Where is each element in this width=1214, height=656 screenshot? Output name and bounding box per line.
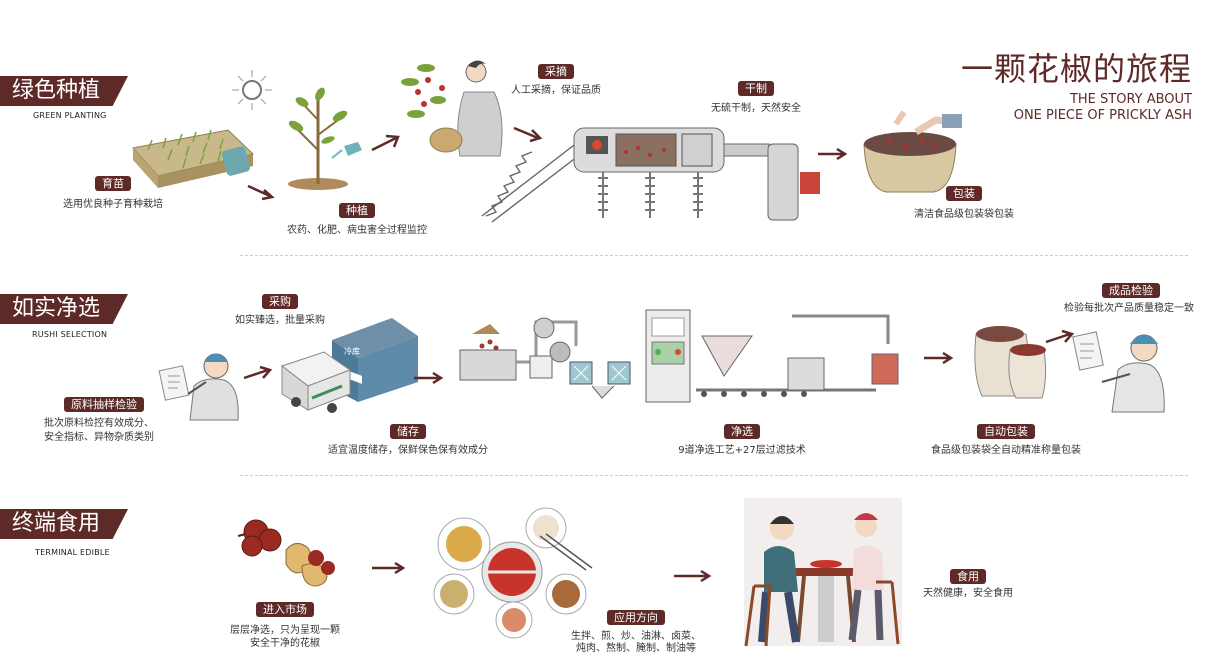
step-desc-shiyong: 天然健康，安全食用 — [923, 588, 1013, 599]
arrow-icon — [1045, 329, 1075, 344]
section-subtitle-selection: RUSHI SELECTION — [32, 330, 108, 339]
step-desc-zidong: 食品级包装袋全自动精准称量包装 — [931, 445, 1081, 456]
section-banner-edible: 终端食用 — [0, 509, 128, 539]
section-subtitle-planting: GREEN PLANTING — [33, 111, 107, 120]
step-desc-shichang-2: 安全干净的花椒 — [250, 638, 320, 649]
arrow-icon — [818, 147, 848, 161]
step-label-caigou: 采购 — [262, 294, 298, 309]
step-label-zidong: 自动包装 — [977, 424, 1035, 439]
arrow-icon — [243, 365, 273, 380]
page-title: 一颗花椒的旅程 — [960, 50, 1192, 88]
young-tree-illustration — [288, 87, 362, 190]
arrow-icon — [247, 184, 275, 201]
divider-2 — [240, 475, 1188, 476]
step-desc-ganzhi: 无硫干制，天然安全 — [711, 103, 801, 114]
step-label-jingxuan: 净选 — [724, 424, 760, 439]
section-banner-selection: 如实净选 — [0, 294, 128, 324]
step-label-shichang: 进入市场 — [256, 602, 314, 617]
truck-warehouse-illustration — [280, 318, 418, 413]
step-desc-chucun: 适宜温度储存，保鲜保色保有效成分 — [328, 445, 488, 456]
step-desc-caizhai: 人工采摘，保证品质 — [511, 85, 601, 96]
step-label-ganzhi: 干制 — [738, 81, 774, 96]
step-desc-chengpin: 检验每批次产品质量稳定一致 — [1064, 303, 1194, 314]
divider-1 — [240, 255, 1188, 256]
step-label-yingyong: 应用方向 — [607, 610, 665, 625]
step-label-shiyong: 食用 — [950, 569, 986, 584]
arrow-icon — [924, 351, 954, 365]
step-desc-caigou: 如实臻选，批量采购 — [235, 315, 325, 326]
step-desc-zhongzhi: 农药、化肥、病虫害全过程监控 — [287, 225, 427, 236]
step-desc-yingyong-1: 生拌、煎、炒、油淋、卤菜、 — [571, 631, 701, 642]
page-subtitle-line1: THE STORY ABOUT — [1069, 92, 1192, 107]
step-label-chucun: 储存 — [390, 424, 426, 439]
page-subtitle-line2: ONE PIECE OF PRICKLY ASH — [1013, 108, 1192, 123]
step-desc-yingyong-2: 炖肉、熬制、腌制、制油等 — [576, 643, 696, 654]
step-desc-jingxuan: 9道净选工艺+27层过滤技术 — [678, 445, 806, 456]
step-desc-baozhuang: 清洁食品级包装袋包装 — [914, 209, 1014, 220]
step-label-caizhai: 采摘 — [538, 64, 574, 79]
step-desc-chouyang-1: 批次原料检控有效成分、 — [44, 418, 154, 429]
arrow-icon — [513, 126, 543, 143]
warehouse-sign: 冷库 — [344, 347, 360, 356]
diners-illustration — [744, 498, 902, 647]
step-desc-yumiao: 选用优良种子育种栽培 — [63, 199, 163, 210]
step-desc-shichang-1: 层层净选，只为呈现一颗 — [230, 625, 340, 636]
cleaning-line-illustration — [459, 309, 899, 403]
arrow-icon — [674, 569, 712, 583]
arrow-icon — [414, 371, 444, 385]
arrow-icon — [372, 561, 406, 575]
peppercorn-illustration — [237, 519, 335, 587]
dryer-machine-illustration — [481, 127, 820, 223]
dishes-illustration — [433, 507, 593, 639]
step-label-yumiao: 育苗 — [95, 176, 131, 191]
step-desc-chouyang-2: 安全指标、异物杂质类别 — [44, 432, 154, 443]
step-label-chengpin: 成品检验 — [1102, 283, 1160, 298]
picker-illustration — [401, 60, 503, 157]
pepper-basket-illustration — [863, 110, 962, 193]
step-label-baozhuang: 包装 — [946, 186, 982, 201]
section-subtitle-edible: TERMINAL EDIBLE — [35, 548, 110, 557]
sun-icon — [232, 70, 272, 110]
inspector-illustration — [158, 353, 239, 421]
step-label-zhongzhi: 种植 — [339, 203, 375, 218]
pepper-sacks-illustration — [974, 326, 1047, 399]
seedling-tray-illustration — [132, 129, 255, 188]
arrow-icon — [371, 134, 400, 152]
section-banner-planting: 绿色种植 — [0, 76, 128, 106]
quality-inspector-illustration — [1072, 331, 1165, 413]
step-label-chouyang: 原料抽样检验 — [64, 397, 144, 412]
